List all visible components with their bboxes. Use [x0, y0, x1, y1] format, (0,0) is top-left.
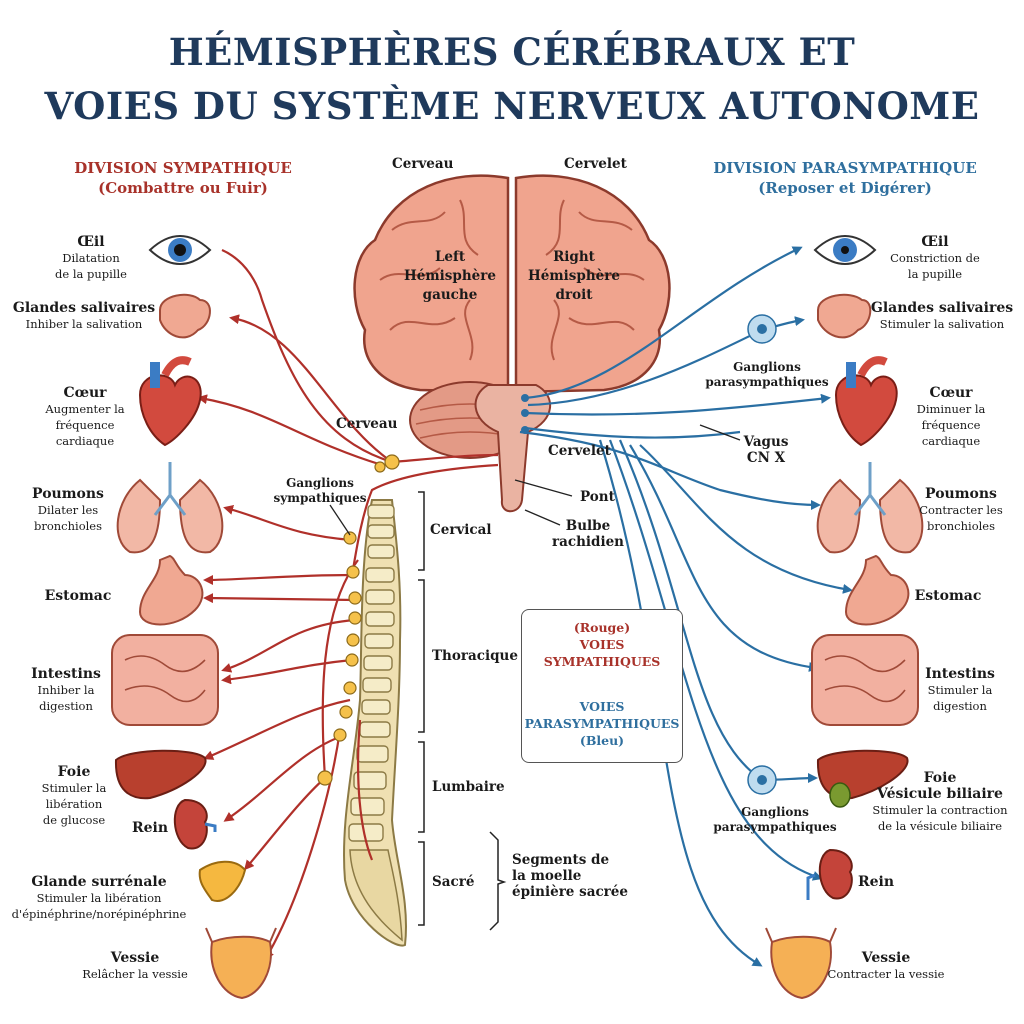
sympathetic-header: DIVISION SYMPATHIQUE (Combattre ou Fuir): [74, 159, 292, 197]
right-stomach-icon: [844, 554, 910, 626]
right-liver-icon: [816, 749, 909, 808]
right-organ-icons: [765, 235, 924, 1000]
right-intestines-icon: [811, 634, 919, 726]
left-salivary-icon: [159, 293, 211, 339]
parasympathetic-pathways: [519, 246, 853, 967]
right-eye-icon: [813, 235, 877, 265]
sympathetic-ganglia: [317, 454, 400, 786]
title-line-2: VOIES DU SYSTÈME NERVEUX AUTONOME: [44, 84, 980, 128]
lombaire-label: Lumbaire: [432, 779, 505, 795]
parasympathetic-ganglia: [521, 314, 777, 795]
spinal-column: [342, 499, 407, 947]
cervical-label: Cervical: [430, 522, 492, 538]
right-heart-icon: [834, 356, 898, 447]
left-kidney-label: Rein: [132, 820, 169, 836]
left-eye-icon: [148, 235, 212, 265]
left-bladder-icon: [205, 927, 277, 1000]
left-intestines-icon: [111, 634, 219, 726]
brain-illustration: [353, 174, 671, 513]
sympathetic-pathways: [197, 248, 499, 961]
cervelet-label: Cervelet: [548, 443, 611, 459]
spine-brackets: [418, 491, 507, 931]
right-lungs-icon: [816, 462, 924, 554]
title-line-1: HÉMISPHÈRES CÉRÉBRAUX ET: [168, 30, 856, 74]
right-kidney-icon: [806, 848, 853, 900]
left-organ-icons: [111, 235, 277, 1000]
right-kidney-label: Rein: [858, 874, 895, 890]
right-bladder-icon: [765, 927, 837, 1000]
pont-label: Pont: [580, 489, 615, 505]
left-liver-icon: [114, 749, 207, 800]
left-lungs-icon: [116, 462, 224, 554]
left-stomach-icon: [138, 554, 204, 626]
left-adrenal-icon: [198, 860, 247, 902]
parasympathetic-header: DIVISION PARASYMPATHIQUE (Reposer et Dig…: [713, 159, 977, 197]
brain-top-right-label: Cervelet: [564, 156, 627, 172]
cerveau-label: Cerveau: [336, 416, 398, 432]
right-stomach-label: Estomac: [914, 588, 982, 604]
thoracique-label: Thoracique: [432, 648, 518, 664]
brain-top-left-label: Cerveau: [392, 156, 454, 172]
left-kidney-icon: [173, 798, 217, 850]
left-stomach-label: Estomac: [44, 588, 112, 604]
right-salivary-icon: [817, 293, 872, 339]
left-heart-icon: [138, 356, 202, 447]
sacre-label: Sacré: [432, 874, 475, 890]
